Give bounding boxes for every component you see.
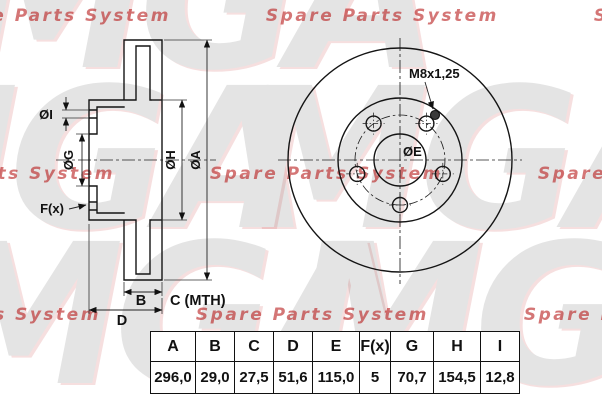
disc-section-outline [88,39,163,281]
dimension-dia-h: ØH [152,99,187,221]
c-mth-label: C (MTH) [170,293,226,309]
thread-label: M8x1,25 [409,66,460,81]
watermark-slogan-row: Spare Parts System Spare Parts System Sp… [0,305,602,325]
table-value-cell: 296,0 [150,361,196,394]
table-header-cell: E [312,331,360,362]
watermark-slogan: Spare Parts System [594,6,602,26]
table-header-cell: D [273,331,313,362]
hat-circle [337,97,463,223]
dimension-dia-i: ØI [39,97,89,131]
cross-section-view: ØI ØG F(x) ØH ØA [39,39,226,329]
table-header-cell: C [234,331,274,362]
dia-h-label: ØH [163,150,178,170]
watermark-slogan: Spare Parts System [537,164,602,184]
table-value-row: 296,0 29,0 27,5 51,6 115,0 5 70,7 154,5 … [150,361,520,394]
watermark-brand: MGA [0,46,310,273]
table-header-cell: G [390,331,434,362]
centre-bore-circle [373,133,427,187]
dimension-table: A B C D E F(x) G H I 296,0 29,0 27,5 51,… [150,331,520,394]
thread-hole: M8x1,25 [409,66,460,121]
dimension-d: D [88,224,163,329]
table-value-cell: 5 [359,361,391,394]
table-header-cell: F(x) [359,331,391,362]
watermark-slogan: Spare Parts System [0,6,171,26]
watermark-slogan: Spare Parts System [195,305,429,325]
front-view: M8x1,25 ØE [278,38,522,284]
table-header-cell: H [433,331,481,362]
dimension-f-x: F(x) [40,201,87,216]
b-label: B [136,293,146,309]
watermark-slogan: Spare Parts System [0,305,101,325]
lug-holes [346,112,454,216]
outer-diameter-circle [287,47,513,273]
table-header-cell: I [480,331,520,362]
dimension-b: B [123,282,163,309]
watermark-brand: MGA [0,0,440,97]
f-x-label: F(x) [40,201,64,216]
watermark-slogan-row: Spare Parts System Spare Parts System Sp… [0,6,602,26]
table-value-cell: 27,5 [234,361,274,394]
table-value-cell: 70,7 [390,361,434,394]
watermark-brand: MGA [235,46,602,273]
watermark-slogan: Spare Parts System [265,6,499,26]
table-value-cell: 154,5 [433,361,481,394]
dia-g-label: ØG [61,150,76,170]
table-value-cell: 29,0 [195,361,235,394]
dia-i-label: ØI [39,107,53,122]
table-value-cell: 51,6 [273,361,313,394]
dimension-dia-a: ØA [164,39,212,281]
dimension-dia-g: ØG [61,133,89,187]
table-header-cell: B [195,331,235,362]
d-label: D [117,313,127,329]
table-value-cell: 115,0 [312,361,360,394]
drawing-canvas: ØI ØG F(x) ØH ØA [39,38,522,329]
table-header-cell: A [150,331,196,362]
table-value-cell: 12,8 [480,361,520,394]
dia-e-label: ØE [403,144,422,159]
watermark-slogan: Spare Parts System [523,305,602,325]
table-header-row: A B C D E F(x) G H I [150,331,520,362]
dia-a-label: ØA [188,150,203,170]
